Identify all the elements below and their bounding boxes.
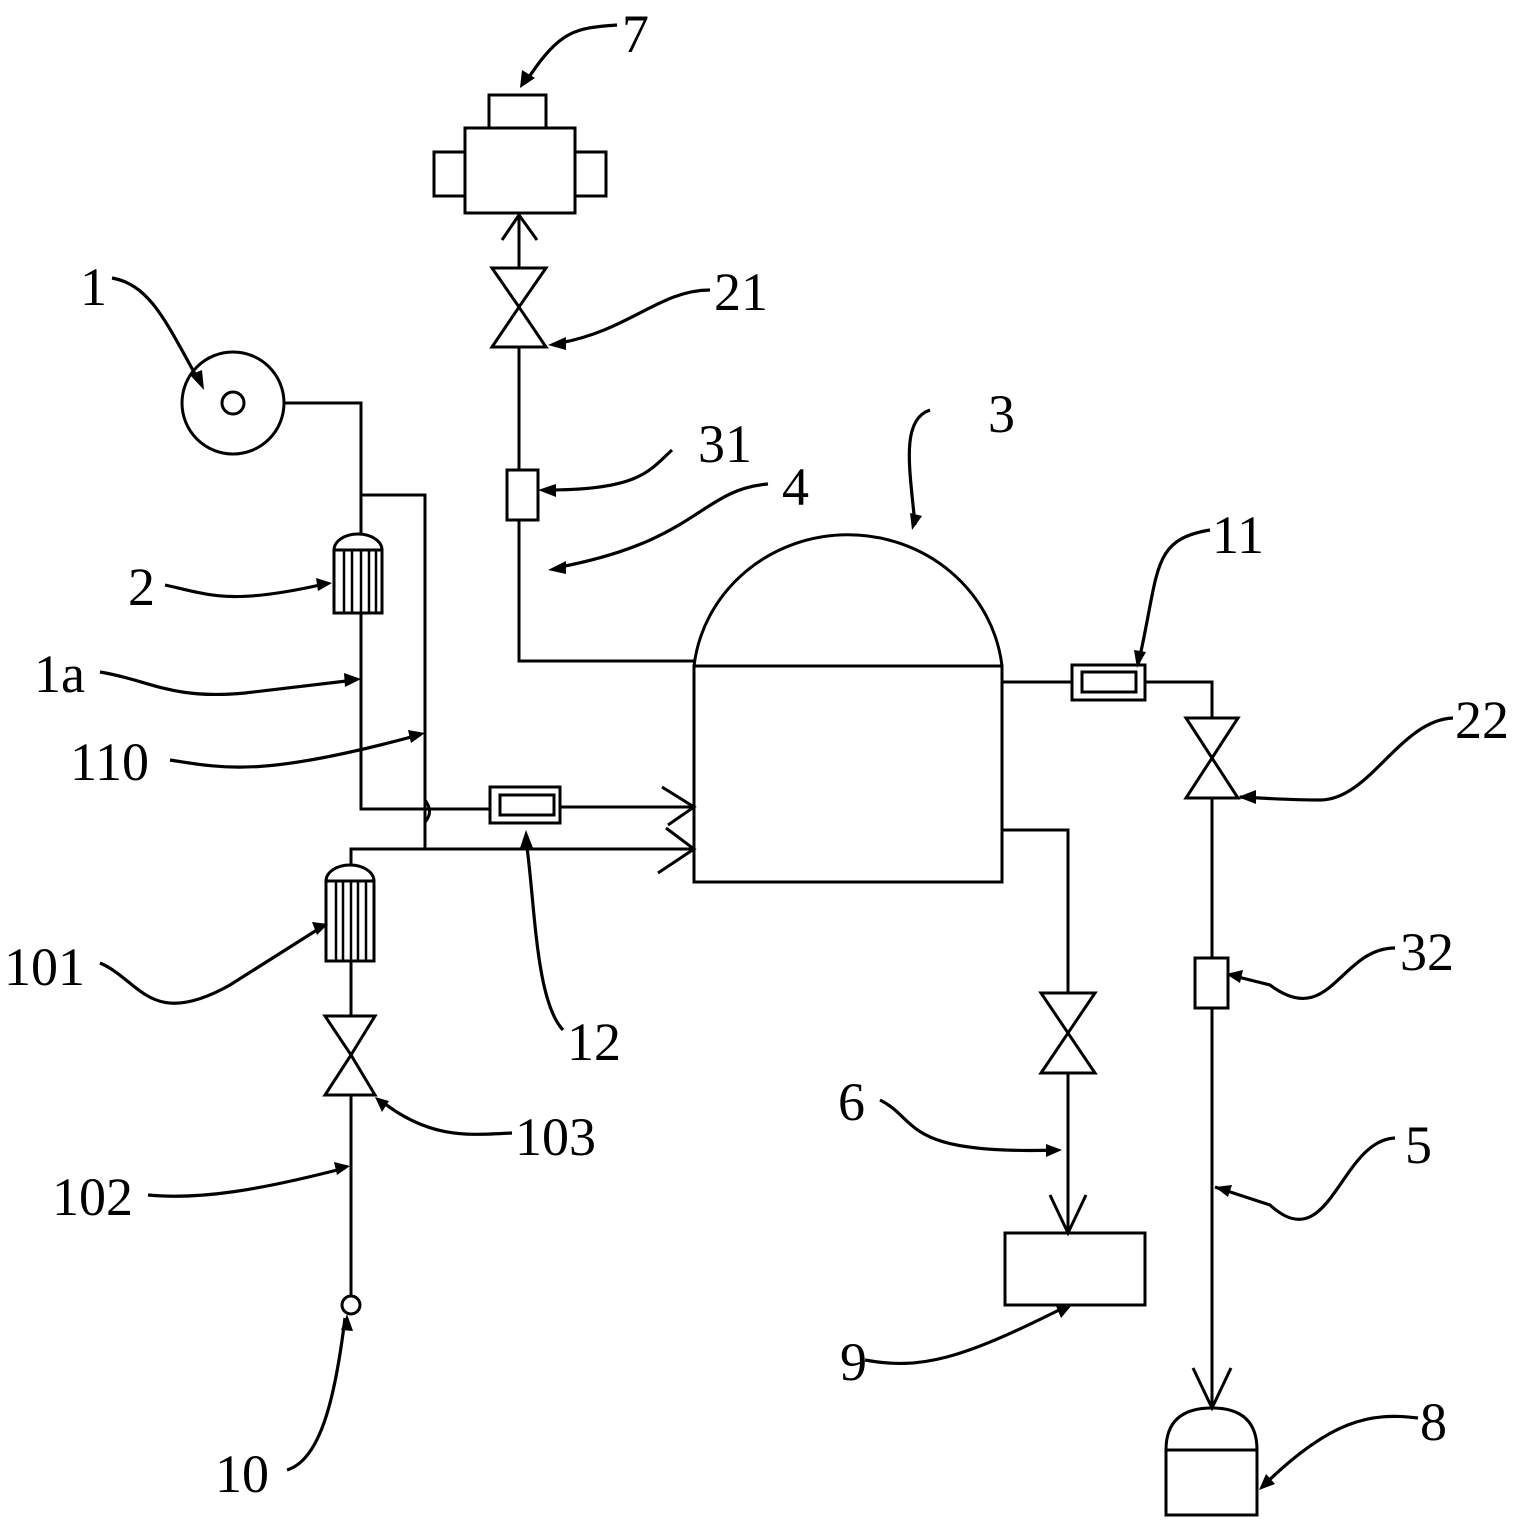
arrow-head-lower [657, 826, 697, 875]
label-7: 7 [622, 4, 649, 64]
pipe-6-upper [1002, 828, 1070, 993]
inlet-port-10 [340, 1294, 362, 1316]
label-110: 110 [70, 732, 149, 792]
pipe-1a [359, 613, 490, 811]
label-5: 5 [1405, 1115, 1432, 1175]
sensor-32 [1193, 956, 1230, 1010]
label-103: 103 [515, 1107, 596, 1167]
vessel-3 [692, 533, 1004, 884]
label-8: 8 [1420, 1392, 1447, 1452]
label-102: 102 [52, 1167, 133, 1227]
label-3: 3 [988, 384, 1015, 444]
label-9: 9 [840, 1332, 867, 1392]
label-10: 10 [215, 1444, 269, 1504]
valve-22 [1183, 716, 1241, 800]
flowmeter-12 [488, 785, 562, 825]
pipe-crossover [423, 799, 431, 824]
arrow-head-upper [661, 785, 697, 827]
flowmeter-11 [1070, 663, 1147, 702]
label-4: 4 [782, 457, 809, 517]
label-101: 101 [4, 937, 85, 997]
sensor-31 [505, 468, 540, 522]
label-1: 1 [80, 257, 107, 317]
container-9 [1003, 1231, 1147, 1307]
pipe-4 [505, 347, 695, 663]
label-12: 12 [567, 1012, 621, 1072]
label-31: 31 [698, 414, 752, 474]
label-6: 6 [838, 1072, 865, 1132]
valve-6 [1038, 991, 1098, 1075]
pipe-from-1 [285, 401, 363, 535]
label-11: 11 [1212, 505, 1264, 565]
tank-8 [1164, 1406, 1259, 1517]
label-21: 21 [714, 262, 768, 322]
leader-lines [99, 23, 1454, 1490]
unit-7 [432, 93, 608, 215]
valve-21 [489, 266, 549, 349]
filter-2 [332, 532, 384, 615]
pipe-102-upper [349, 847, 694, 935]
pipe-to-22 [1145, 680, 1214, 718]
label-22: 22 [1455, 690, 1509, 750]
filter-101 [324, 863, 376, 963]
label-32: 32 [1400, 922, 1454, 982]
label-2: 2 [128, 557, 155, 617]
label-1a: 1a [34, 644, 85, 704]
pipe-110 [361, 493, 427, 835]
source-tank-1 [180, 350, 286, 456]
flow-arrow-to-7 [500, 212, 539, 268]
valve-103 [322, 1014, 378, 1097]
